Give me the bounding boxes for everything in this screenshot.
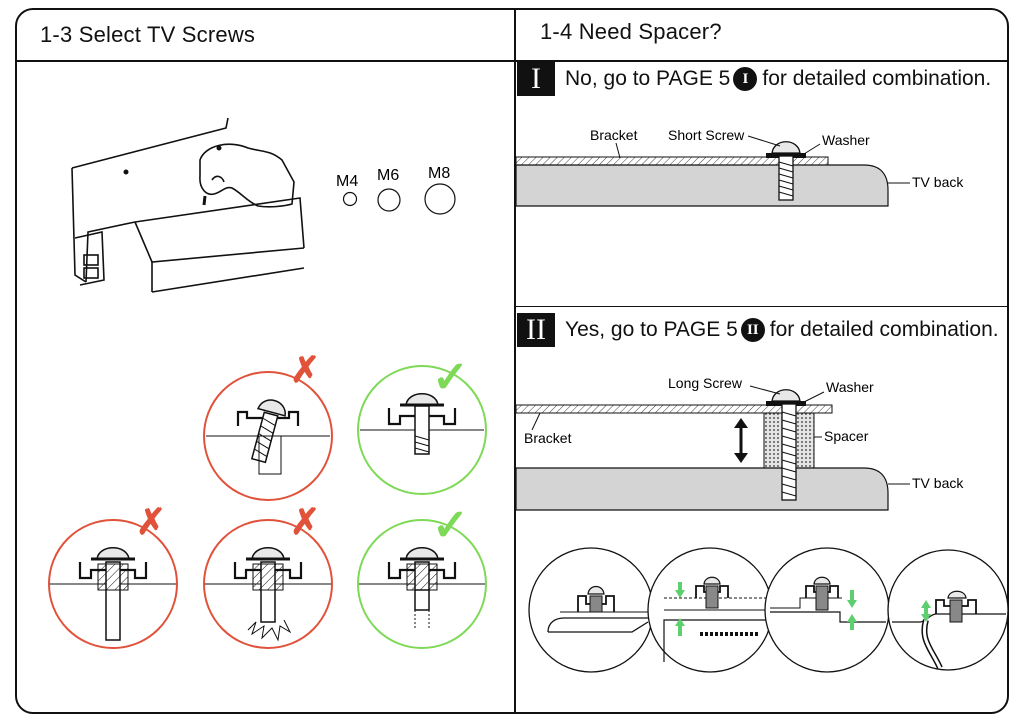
screw-hole: [123, 169, 129, 175]
screw-m4-circle: [342, 191, 358, 207]
check-mark-icon: ✓: [432, 501, 469, 550]
option-2-row: II Yes, go to PAGE 5 II for detailed com…: [517, 313, 999, 347]
roman-numeral-1: I: [517, 62, 555, 96]
roman-numeral-1-circle: I: [733, 67, 758, 91]
header-divider: [17, 60, 1007, 62]
label-short-screw: Short Screw: [668, 127, 745, 143]
option-2-diagram: Long Screw Washer Bracket Spacer TV back: [515, 375, 964, 511]
roman-numeral-2-circle: II: [740, 318, 765, 342]
label-tv-back: TV back: [912, 475, 964, 491]
option-2-text-after: for detailed combination.: [769, 318, 999, 341]
option-divider: [516, 306, 1007, 307]
spacer-left: [763, 412, 783, 469]
roman-numeral-2: II: [517, 313, 555, 347]
section-title-need-spacer: 1-4 Need Spacer?: [540, 19, 722, 44]
screw-hole: [216, 145, 222, 151]
correct-example-bottom: [357, 519, 487, 649]
cross-mark-icon: ✗: [290, 349, 320, 390]
option-1-text-before: No, go to PAGE 5: [565, 67, 731, 90]
page-frame: [15, 8, 1009, 714]
column-divider: [514, 9, 516, 713]
option-2-text-before: Yes, go to PAGE 5: [565, 318, 738, 341]
cross-mark-icon: ✗: [136, 501, 166, 542]
option-1-row: I No, go to PAGE 5 I for detailed combin…: [517, 62, 991, 96]
double-arrow-icon: [734, 418, 748, 463]
wrong-example-tilted-screw: [203, 371, 333, 501]
long-screw-head: [771, 389, 801, 402]
screw-size-m4-label: M4: [336, 173, 358, 190]
option-1-diagram: Bracket Short Screw Washer TV back: [515, 127, 964, 207]
tv-back-shape: [515, 164, 889, 207]
label-washer: Washer: [822, 132, 870, 148]
label-long-screw: Long Screw: [668, 375, 743, 391]
correct-example-top: [357, 365, 487, 495]
detail-circle-step: [764, 547, 890, 673]
section-title-select-screws: 1-3 Select TV Screws: [40, 22, 256, 47]
detail-circle-cable: [887, 549, 1009, 671]
label-tv-back: TV back: [912, 174, 964, 190]
tv-back-shape: [515, 467, 889, 511]
spacer-right: [795, 412, 815, 469]
cross-mark-icon: ✗: [290, 501, 320, 542]
screw-size-m6-label: M6: [377, 167, 399, 184]
screw-size-m8-label: M8: [428, 165, 450, 182]
label-washer: Washer: [826, 379, 874, 395]
screw-m8-circle: [424, 183, 456, 215]
bracket-plate: [515, 404, 833, 414]
wrong-example-too-long: [48, 519, 178, 649]
label-bracket: Bracket: [524, 430, 572, 446]
detail-circle-flat-back: [528, 547, 654, 673]
detail-circle-recessed: [647, 547, 773, 673]
label-bracket: Bracket: [590, 127, 638, 143]
screw-m6-circle: [377, 188, 401, 212]
option-1-text-after: for detailed combination.: [762, 67, 992, 90]
short-screw-head: [771, 141, 801, 154]
wrong-example-broken: [203, 519, 333, 649]
tv-back-hand-illustration: [71, 117, 305, 293]
label-spacer: Spacer: [824, 428, 869, 444]
check-mark-icon: ✓: [432, 353, 469, 402]
